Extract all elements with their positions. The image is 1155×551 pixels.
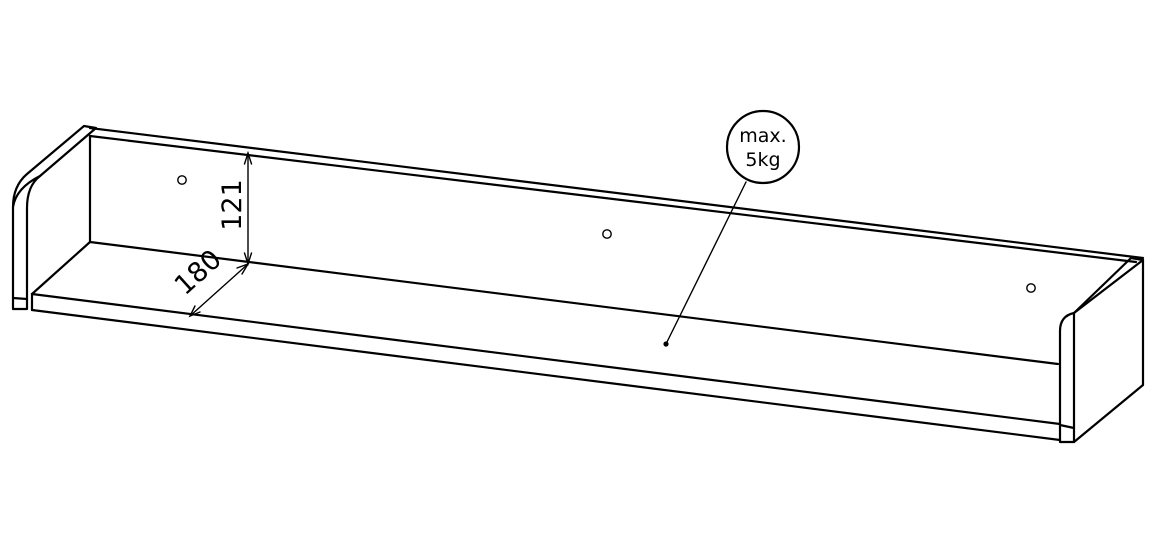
mounting-hole-right [1026,283,1036,293]
mounting-holes [177,175,1036,293]
right-end-panel [1058,256,1145,444]
shelf-board [30,240,1062,442]
depth-dimension: 180 [169,244,250,318]
load-note-circle [725,109,801,185]
height-value: 121 [217,179,248,231]
load-note-line2: 5kg [745,149,780,171]
mounting-hole-center [602,229,612,239]
back-panel [88,126,1145,366]
load-callout: max. 5kg [663,109,801,347]
height-dimension: 121 [217,150,253,267]
leader-point [663,341,669,347]
mounting-hole-left [177,175,187,185]
load-note-line1: max. [739,125,786,147]
leader-line [665,181,747,345]
left-end-panel [11,124,98,311]
